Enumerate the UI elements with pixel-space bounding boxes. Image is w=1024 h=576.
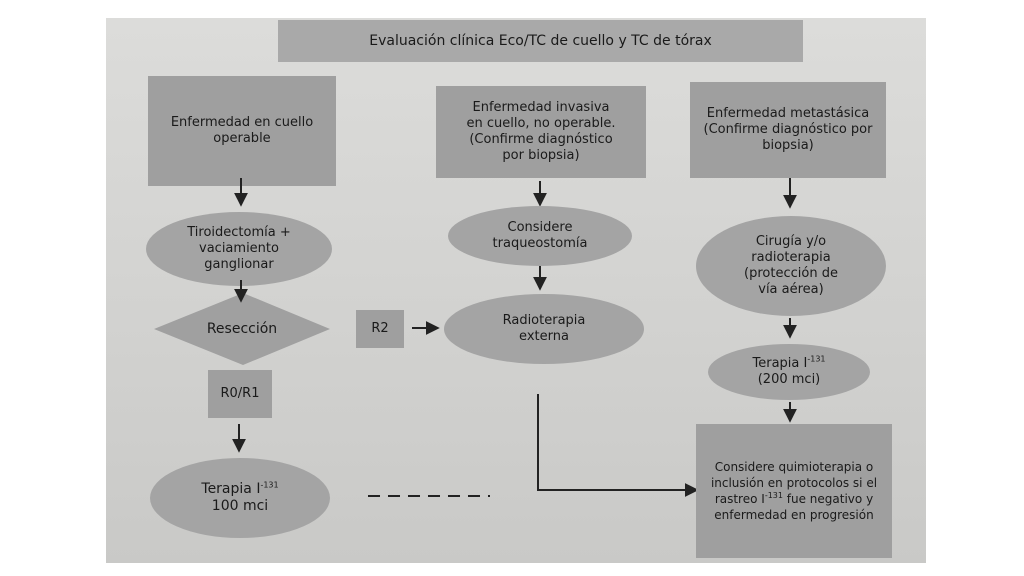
resection-diamond xyxy=(154,293,330,365)
therapy-200-ellipse: Terapia I-131(200 mci) xyxy=(708,344,870,400)
invasive-disease-box: Enfermedad invasiva en cuello, no operab… xyxy=(436,86,646,178)
title-box: Evaluación clínica Eco/TC de cuello y TC… xyxy=(278,20,803,62)
operable-disease-box: Enfermedad en cuello operable xyxy=(148,76,336,186)
metastatic-disease-box: Enfermedad metastásica (Confirme diagnós… xyxy=(690,82,886,178)
flowchart-photo: Evaluación clínica Eco/TC de cuello y TC… xyxy=(106,18,926,563)
connectors xyxy=(154,178,797,497)
arrow-radiotherapy-to-chemo xyxy=(537,394,699,497)
thyroidectomy-ellipse: Tiroidectomía + vaciamiento ganglionar xyxy=(146,212,332,286)
tracheostomy-ellipse: Considere traqueostomía xyxy=(448,206,632,266)
r0r1-box: R0/R1 xyxy=(208,370,272,418)
page-title: Evaluación clínica Eco/TC de cuello y TC… xyxy=(369,33,712,49)
r2-box: R2 xyxy=(356,310,404,348)
resection-label: Resección xyxy=(206,321,278,337)
radiotherapy-ellipse: Radioterapia externa xyxy=(444,294,644,364)
surgery-radiotherapy-ellipse: Cirugía y/o radioterapia (protección de … xyxy=(696,216,886,316)
